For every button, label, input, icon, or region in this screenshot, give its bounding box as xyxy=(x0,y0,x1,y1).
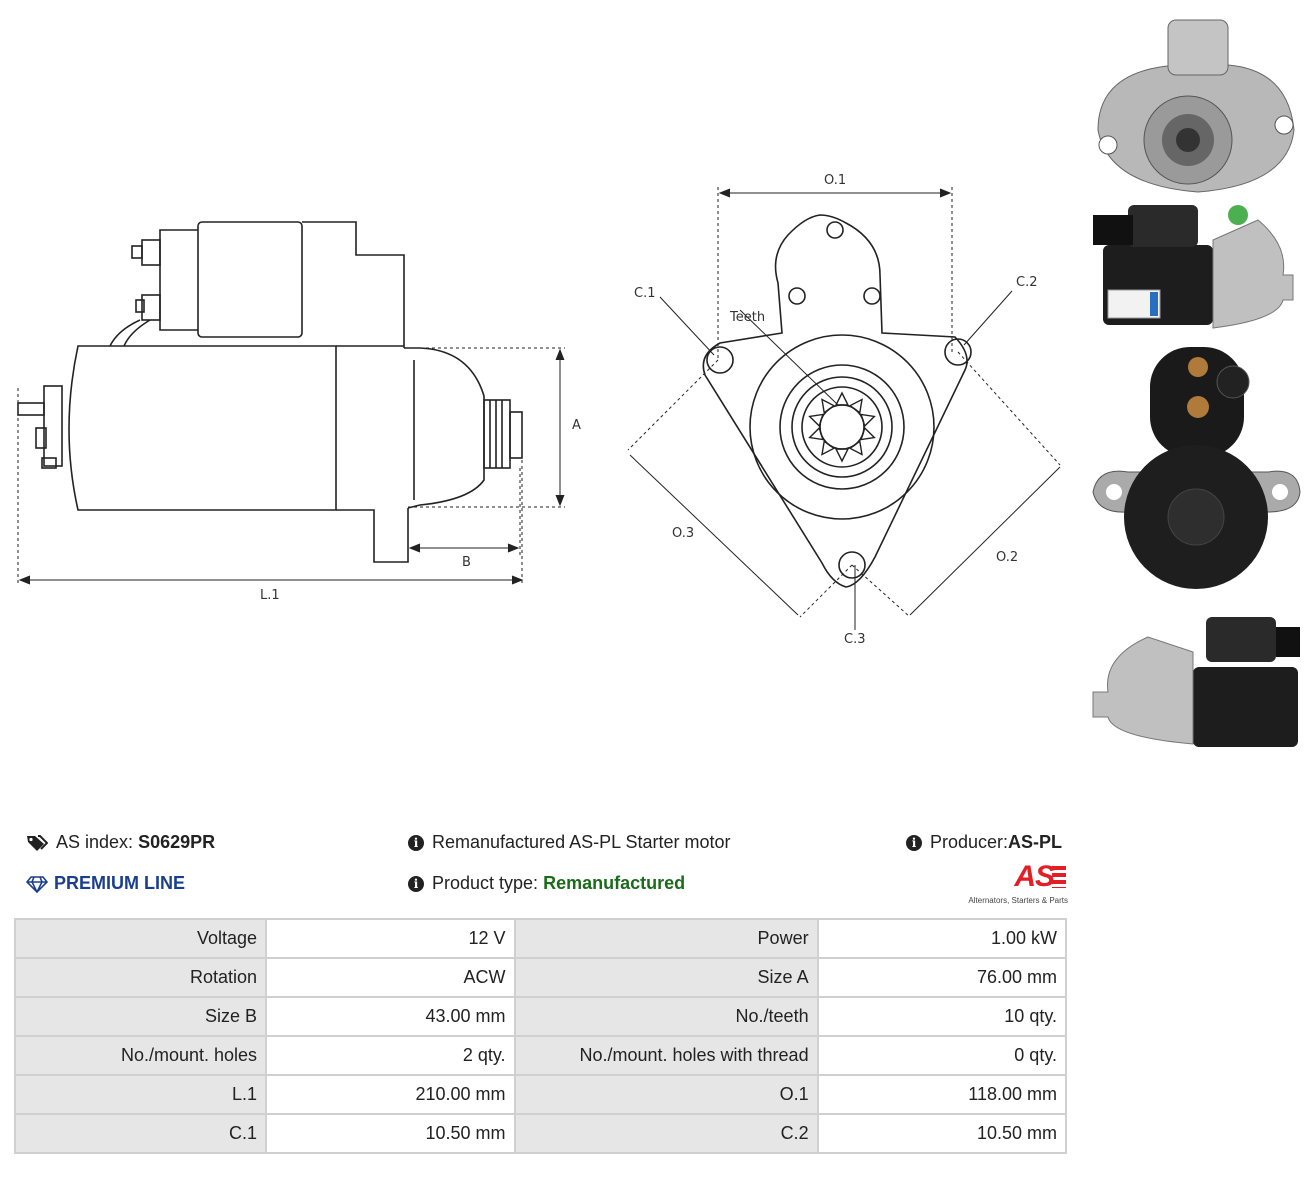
spec-key: Rotation xyxy=(13,957,268,998)
spec-value: 118.00 mm xyxy=(816,1074,1068,1115)
dim-label-o3: O.3 xyxy=(672,526,694,541)
product-photo-side-angle xyxy=(1092,617,1300,747)
info-icon: i xyxy=(906,834,922,851)
spec-value: 10.50 mm xyxy=(265,1113,516,1154)
spec-key: Power xyxy=(513,918,819,959)
dim-label-o2: O.2 xyxy=(996,550,1018,565)
dim-label-c1: C.1 xyxy=(634,286,655,301)
dim-label-o1: O.1 xyxy=(824,173,846,188)
specs-table: Voltage 12 V Power 1.00 kW Rotation ACW … xyxy=(13,918,1068,1154)
info-icon: i xyxy=(408,834,424,851)
spec-key: No./mount. holes xyxy=(13,1035,268,1076)
producer-label: Producer: xyxy=(930,832,1009,852)
spec-key: Voltage xyxy=(13,918,268,959)
spec-key: No./mount. holes with thread xyxy=(513,1035,819,1076)
dim-label-teeth: Teeth xyxy=(729,310,765,325)
as-pl-logo: AS Alternators, Starters & Parts xyxy=(960,862,1068,908)
logo-mark: AS xyxy=(1014,860,1055,893)
info-icon: i xyxy=(408,875,424,892)
spec-key: O.1 xyxy=(513,1074,819,1115)
as-index-label: AS index: xyxy=(56,832,134,852)
front-view-drawing: O.1 C.1 C.2 Teeth O.3 O.2 C.3 xyxy=(627,173,1061,647)
dim-label-a: A xyxy=(572,418,581,433)
product-photo-side xyxy=(1093,205,1294,329)
table-row: L.1 210.00 mm O.1 118.00 mm xyxy=(13,1074,1068,1115)
spec-value: 10.50 mm xyxy=(816,1113,1068,1154)
spec-key: L.1 xyxy=(13,1074,268,1115)
spec-value: 10 qty. xyxy=(816,996,1068,1037)
product-type-label: Product type: xyxy=(432,873,539,893)
tags-icon xyxy=(27,834,48,851)
spec-value: 2 qty. xyxy=(265,1035,516,1076)
spec-value: 12 V xyxy=(265,918,516,959)
product-photo-rear xyxy=(1092,347,1301,589)
spec-value: 1.00 kW xyxy=(816,918,1068,959)
description-row: i Remanufactured AS-PL Starter motor xyxy=(408,832,730,853)
dim-label-l1: L.1 xyxy=(260,588,280,603)
spec-key: Size A xyxy=(513,957,819,998)
product-type-row: i Product type: Remanufactured xyxy=(408,873,685,894)
table-row: C.1 10.50 mm C.2 10.50 mm xyxy=(13,1113,1068,1154)
table-row: No./mount. holes 2 qty. No./mount. holes… xyxy=(13,1035,1068,1076)
spec-value: 0 qty. xyxy=(816,1035,1068,1076)
dim-label-c2: C.2 xyxy=(1016,275,1037,290)
table-row: Rotation ACW Size A 76.00 mm xyxy=(13,957,1068,998)
product-photo-front xyxy=(1097,19,1295,193)
premium-line-row: PREMIUM LINE xyxy=(26,873,185,894)
spec-key: Size B xyxy=(13,996,268,1037)
spec-value: 210.00 mm xyxy=(265,1074,516,1115)
table-row: Voltage 12 V Power 1.00 kW xyxy=(13,918,1068,959)
producer-row: i Producer: AS-PL xyxy=(906,832,1062,853)
side-view-drawing: A B L.1 xyxy=(17,221,581,603)
logo-tagline: Alternators, Starters & Parts xyxy=(968,896,1068,905)
dim-label-b: B xyxy=(462,555,471,570)
spec-value: 43.00 mm xyxy=(265,996,516,1037)
diamond-icon xyxy=(26,875,48,893)
logo-stripes xyxy=(1052,866,1066,888)
table-row: Size B 43.00 mm No./teeth 10 qty. xyxy=(13,996,1068,1037)
premium-line-label: PREMIUM LINE xyxy=(54,873,186,893)
spec-key: C.2 xyxy=(513,1113,819,1154)
spec-value: ACW xyxy=(265,957,516,998)
spec-key: C.1 xyxy=(13,1113,268,1154)
as-index-row: AS index: S0629PR xyxy=(26,832,215,853)
description-text: Remanufactured AS-PL Starter motor xyxy=(432,832,731,852)
spec-value: 76.00 mm xyxy=(816,957,1068,998)
as-index-value: S0629PR xyxy=(138,832,216,852)
producer-value: AS-PL xyxy=(1008,832,1063,852)
spec-key: No./teeth xyxy=(513,996,819,1037)
dim-label-c3: C.3 xyxy=(844,632,865,647)
product-type-value: Remanufactured xyxy=(543,873,686,893)
